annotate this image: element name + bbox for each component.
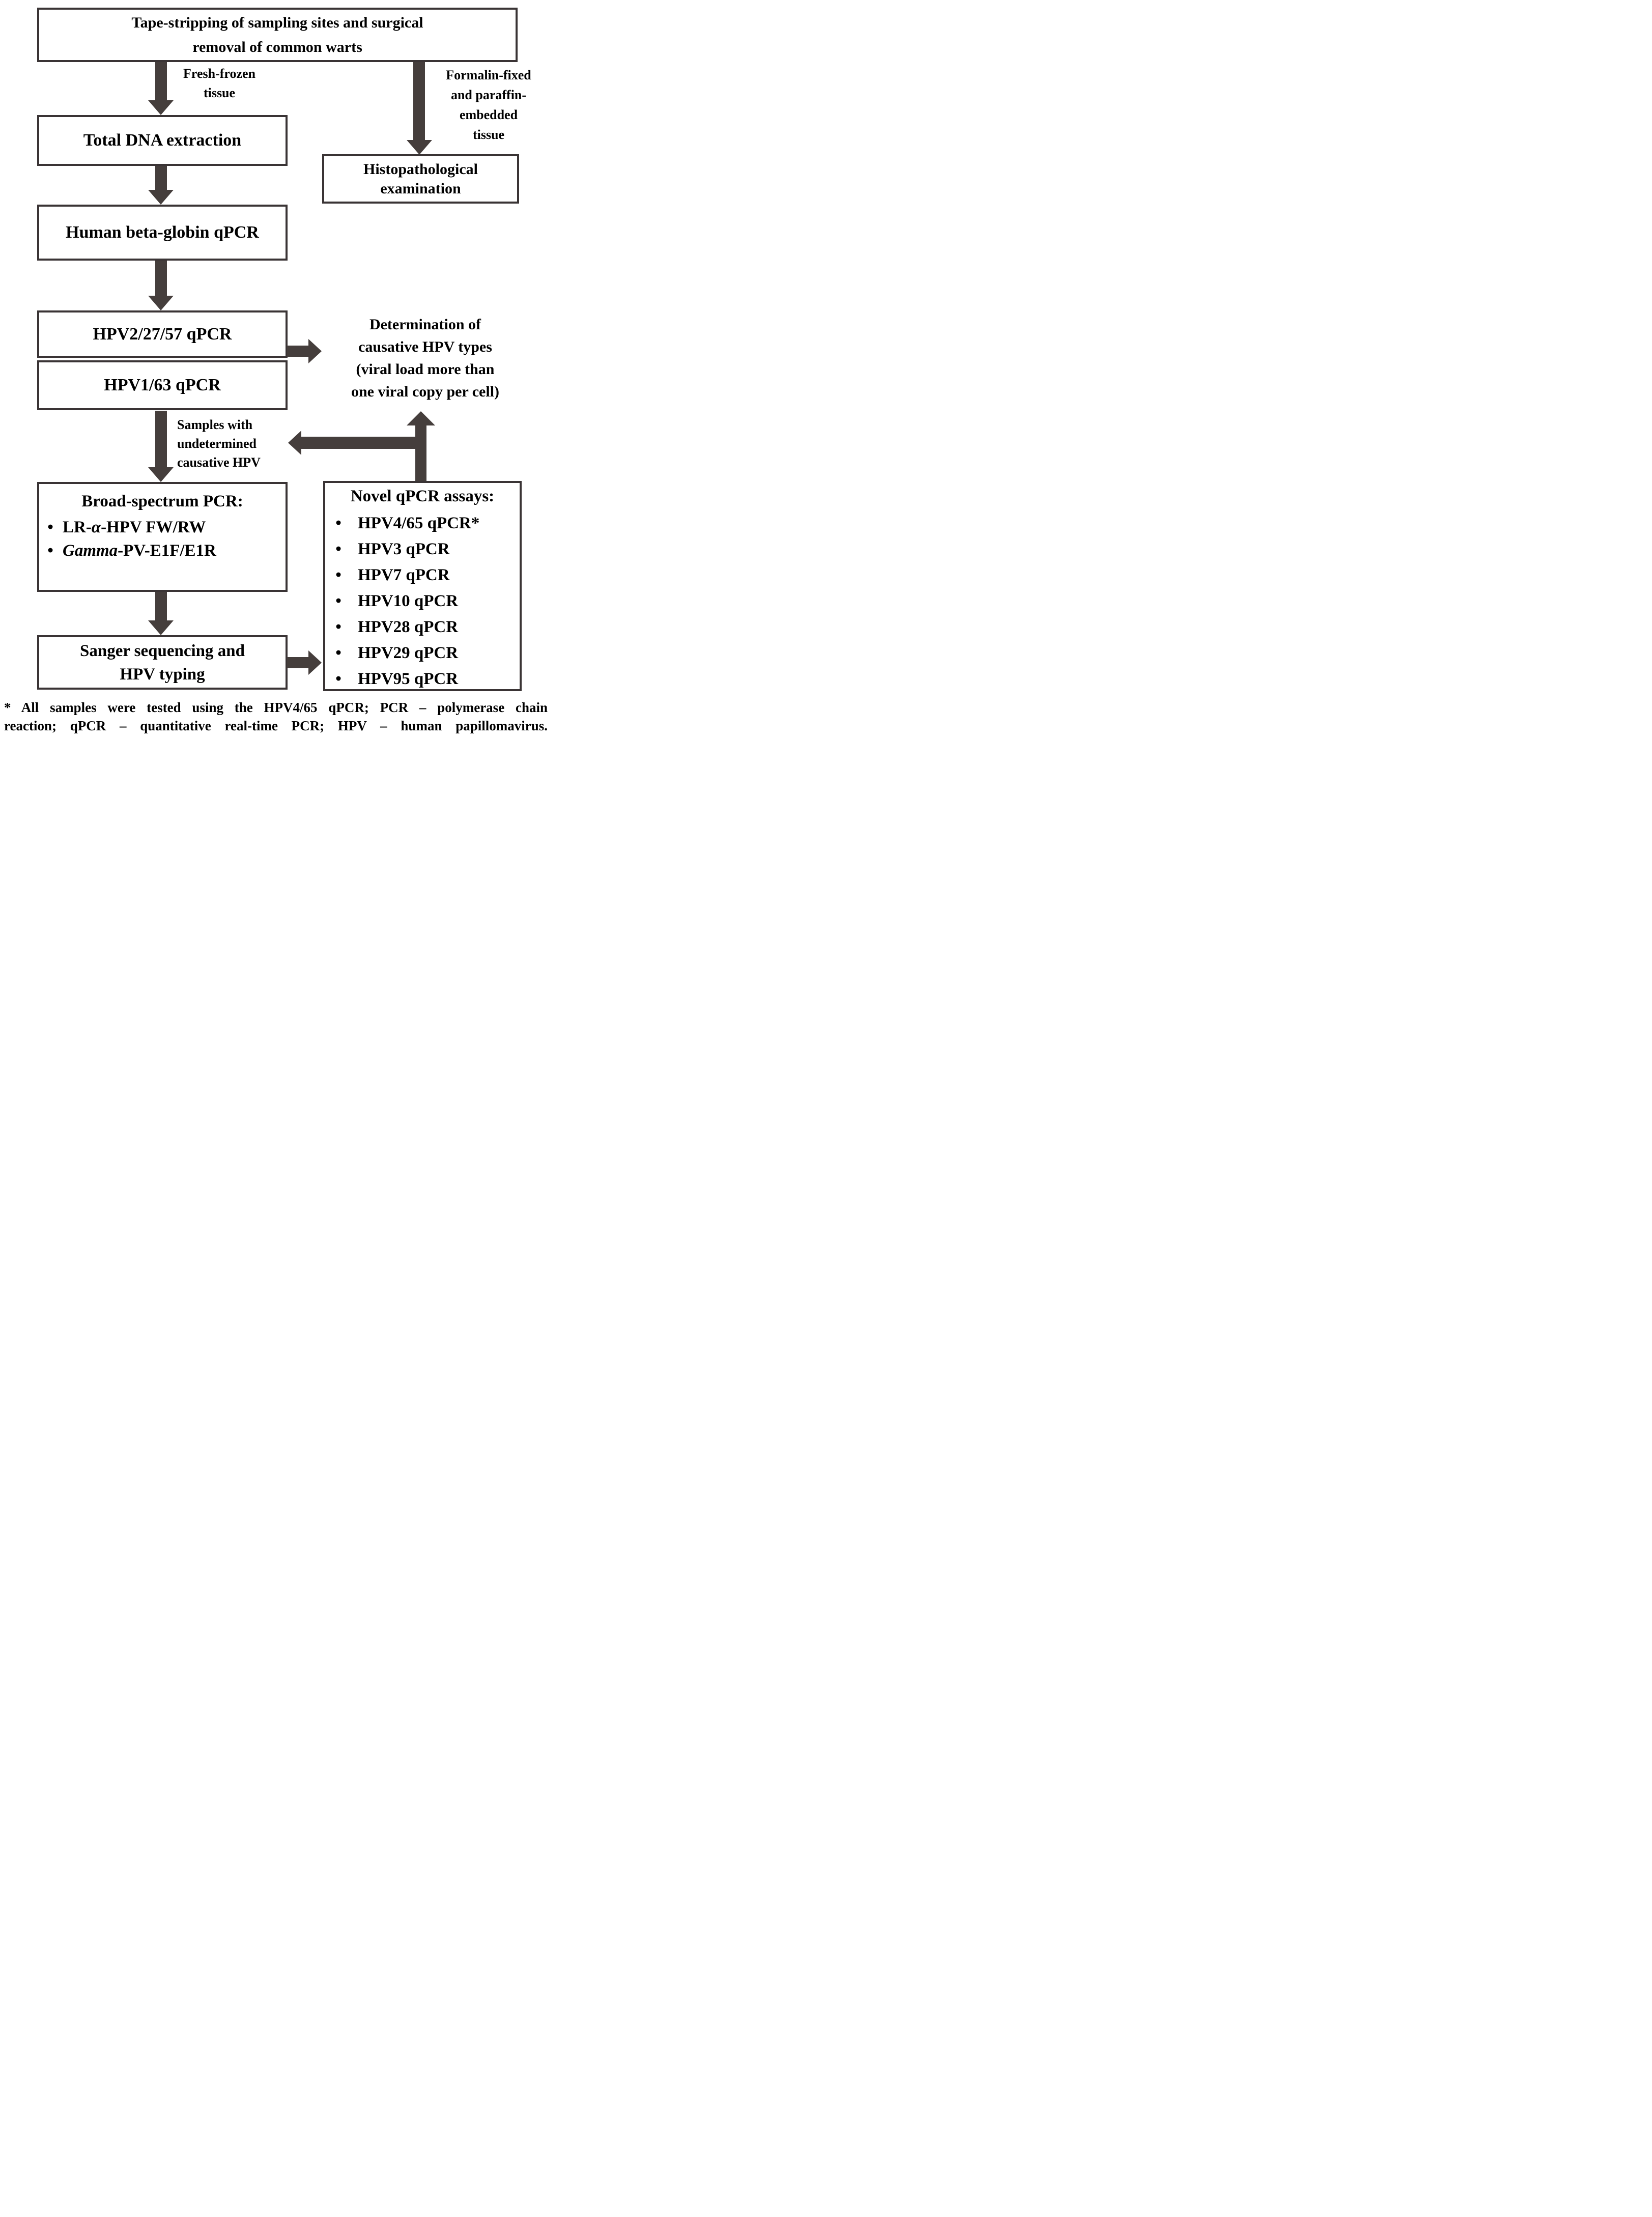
list-item: • HPV29 qPCR <box>334 644 458 663</box>
arrow-broad-to-sanger-shaft <box>155 592 167 620</box>
bullet-icon: • <box>335 540 341 558</box>
box-total-dna-label: Total DNA extraction <box>83 131 242 150</box>
arrow-sanger-to-novel-shaft <box>287 657 308 668</box>
list-item: • Gamma-PV-E1F/E1R <box>45 542 216 560</box>
arrow-samples-undetermined-shaft <box>155 411 167 467</box>
box-tape-stripping-line2: removal of common warts <box>192 38 362 55</box>
arrow-formalin-shaft <box>413 62 425 140</box>
bullet-icon: • <box>335 592 341 610</box>
novel-qpcr-title: Novel qPCR assays: <box>350 487 495 505</box>
box-sanger-line1: Sanger sequencing and <box>80 641 245 660</box>
box-broad-spectrum-pcr: Broad-spectrum PCR: • LR-α-HPV FW/RW • G… <box>37 482 288 592</box>
list-item: • HPV95 qPCR <box>334 670 458 689</box>
box-histopathological-line1: Histopathological <box>363 160 478 178</box>
list-item: • HPV28 qPCR <box>334 618 458 637</box>
flowchart-canvas: Tape-stripping of sampling sites and sur… <box>0 0 551 739</box>
broad-item-1: LR-α-HPV FW/RW <box>63 518 206 536</box>
arrow-betaglobin-to-hpv2-shaft <box>155 261 167 296</box>
arrow-broad-to-sanger-head-icon <box>148 620 174 635</box>
arrow-formalin-head-icon <box>407 140 432 155</box>
bullet-icon: • <box>335 644 341 662</box>
box-hpv1-63-label: HPV1/63 qPCR <box>104 376 221 394</box>
arrow-to-determination-head-icon <box>308 339 322 363</box>
arrow-fresh-frozen-head-icon <box>148 100 174 115</box>
list-item: • LR-α-HPV FW/RW <box>45 518 206 537</box>
box-histopathological: Histopathological examination <box>322 154 519 204</box>
box-beta-globin-qpcr: Human beta-globin qPCR <box>37 205 288 261</box>
box-novel-qpcr-assays: Novel qPCR assays: • HPV4/65 qPCR* • HPV… <box>323 481 522 691</box>
label-formalin-fixed-tissue: Formalin-fixed and paraffin- embedded ti… <box>446 68 531 142</box>
footnote: * All samples were tested using the HPV4… <box>4 698 548 735</box>
box-total-dna-extraction: Total DNA extraction <box>37 115 288 166</box>
list-item: • HPV10 qPCR <box>334 592 458 611</box>
bullet-icon: • <box>335 618 341 636</box>
label-determination-causative-hpv: Determination of causative HPV types (vi… <box>351 316 500 400</box>
list-item: • HPV7 qPCR <box>334 566 450 585</box>
arrow-betaglobin-to-hpv2-head-icon <box>148 296 174 310</box>
novel-item-2: HPV3 qPCR <box>358 540 450 558</box>
broad-item-2: Gamma-PV-E1F/E1R <box>63 542 216 560</box>
broad-spectrum-title: Broad-spectrum PCR: <box>81 492 243 510</box>
box-sanger-sequencing: Sanger sequencing and HPV typing <box>37 635 288 690</box>
arrow-novel-to-determination-head-icon <box>407 411 435 425</box>
box-hpv2-27-57-qpcr: HPV2/27/57 qPCR <box>37 310 288 358</box>
novel-item-4: HPV10 qPCR <box>358 592 459 610</box>
arrow-novel-to-samples-shaft <box>301 437 426 449</box>
arrow-dna-to-betaglobin-shaft <box>155 166 167 190</box>
novel-item-5: HPV28 qPCR <box>358 618 459 636</box>
arrow-samples-undetermined-head-icon <box>148 467 174 482</box>
label-fresh-frozen-tissue: Fresh-frozen tissue <box>183 66 255 100</box>
list-item: • HPV4/65 qPCR* <box>334 514 479 533</box>
box-hpv1-63-qpcr: HPV1/63 qPCR <box>37 360 288 410</box>
novel-item-6: HPV29 qPCR <box>358 644 459 662</box>
novel-item-3: HPV7 qPCR <box>358 566 450 584</box>
box-tape-stripping: Tape-stripping of sampling sites and sur… <box>37 8 518 62</box>
label-samples-undetermined: Samples with undetermined causative HPV <box>177 417 261 470</box>
bullet-icon: • <box>335 514 341 532</box>
bullet-icon: • <box>47 542 53 560</box>
box-beta-globin-label: Human beta-globin qPCR <box>66 223 259 242</box>
bullet-icon: • <box>335 670 341 688</box>
footnote-line1: * All samples were tested using the HPV4… <box>4 700 548 715</box>
novel-item-7: HPV95 qPCR <box>358 670 459 688</box>
box-histopathological-line2: examination <box>380 180 461 197</box>
arrow-novel-to-determination-shaft <box>415 425 426 481</box>
arrow-novel-to-samples-head-icon <box>288 431 301 455</box>
box-tape-stripping-line1: Tape-stripping of sampling sites and sur… <box>131 14 423 31</box>
footnote-line2: reaction; qPCR – quantitative real-time … <box>4 718 548 733</box>
arrow-to-determination-shaft <box>287 346 308 357</box>
bullet-icon: • <box>335 566 341 584</box>
arrow-sanger-to-novel-head-icon <box>308 650 322 675</box>
novel-item-1: HPV4/65 qPCR* <box>358 514 480 532</box>
arrow-dna-to-betaglobin-head-icon <box>148 190 174 205</box>
bullet-icon: • <box>47 518 53 536</box>
arrow-fresh-frozen-shaft <box>155 62 167 100</box>
box-sanger-line2: HPV typing <box>120 665 205 684</box>
box-hpv2-27-57-label: HPV2/27/57 qPCR <box>93 324 232 344</box>
list-item: • HPV3 qPCR <box>334 540 450 559</box>
